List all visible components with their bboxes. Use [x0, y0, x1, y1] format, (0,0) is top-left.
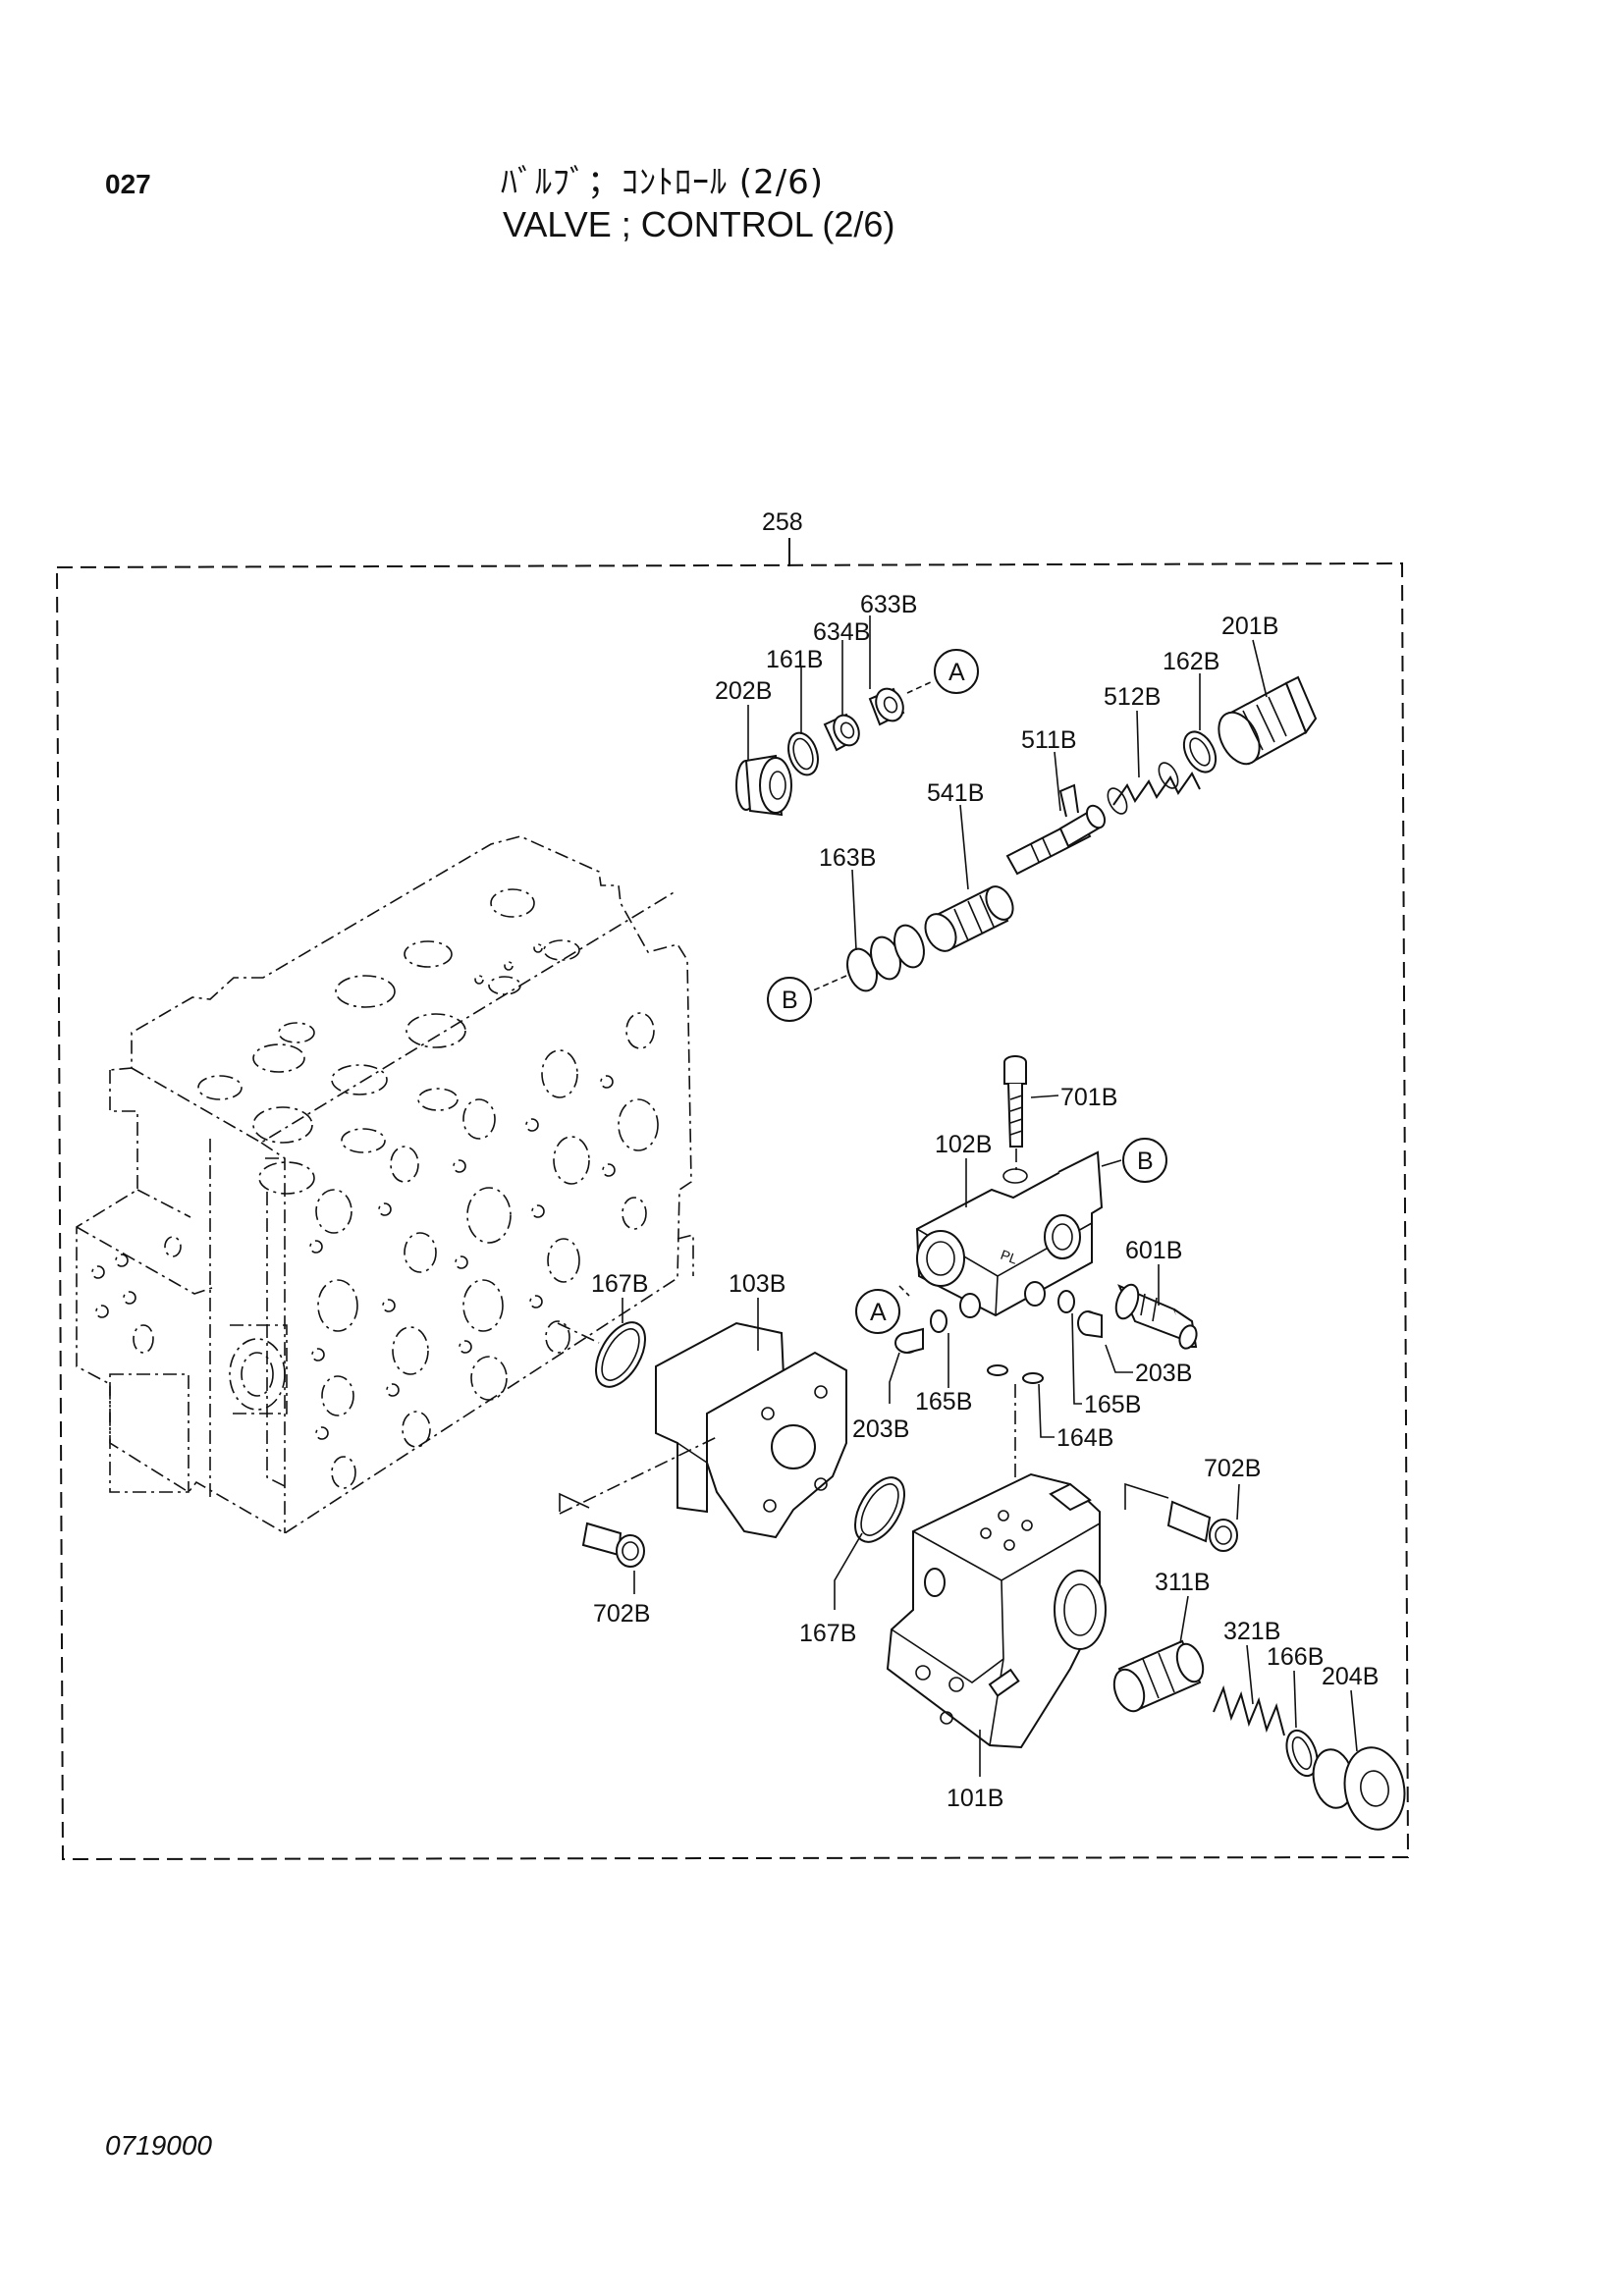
part-label-511b: 511B [1021, 726, 1077, 754]
page-number: 027 [105, 169, 151, 199]
bolt-702b-right [1124, 1482, 1238, 1552]
oring-165b-left [930, 1309, 947, 1333]
oring-161b [787, 731, 819, 776]
part-label-165b-right: 165B [1084, 1391, 1141, 1418]
part-label-258: 258 [762, 508, 803, 536]
part-label-167b-bottom: 167B [799, 1620, 856, 1647]
callout-letter-b-left: B [782, 987, 798, 1014]
spring-321b [1213, 1684, 1285, 1736]
bolt-702b-left [559, 1492, 645, 1568]
part-label-167b-top: 167B [591, 1270, 648, 1298]
part-label-101b: 101B [947, 1785, 1003, 1812]
svg-text:PL: PL [999, 1247, 1020, 1267]
poppet-311b [1112, 1639, 1205, 1713]
part-label-166b: 166B [1267, 1643, 1324, 1671]
cartridge-601b [1114, 1283, 1198, 1350]
part-label-512b: 512B [1104, 683, 1161, 711]
part-label-601b: 601B [1125, 1237, 1182, 1264]
oring-165b-right [1057, 1290, 1075, 1313]
callout-a-middle [855, 1285, 910, 1334]
part-label-311b: 311B [1155, 1569, 1211, 1596]
oring-167b-top [557, 1321, 646, 1388]
part-label-165b-left: 165B [915, 1388, 972, 1415]
sleeve-634b [823, 713, 860, 752]
part-label-321b: 321B [1223, 1618, 1280, 1645]
part-label-633b: 633B [860, 591, 917, 618]
document-code: 0719000 [105, 2130, 213, 2161]
part-label-203b-left: 203B [852, 1415, 909, 1443]
oring-164b [987, 1364, 1044, 1492]
spring-512b [1107, 762, 1201, 815]
title-japanese: ﾊﾞﾙﾌﾞ；ｺﾝﾄﾛｰﾙ (2/6) [501, 163, 825, 202]
part-label-702b-left: 702B [593, 1600, 650, 1628]
callout-letter-b-right: B [1137, 1148, 1154, 1175]
bolt-701b [1003, 1055, 1027, 1174]
plug-203b-left [894, 1327, 924, 1354]
leader-lines [622, 615, 1358, 1777]
part-label-541b: 541B [927, 779, 984, 807]
assembly-boundary [55, 538, 1410, 1861]
oring-167b-bottom [854, 1476, 905, 1543]
spool-541b [924, 885, 1014, 952]
callout-b-left [767, 975, 847, 1022]
part-label-163b: 163B [819, 844, 876, 872]
callout-letter-a-top: A [948, 659, 965, 686]
orings-163b [846, 924, 925, 992]
part-label-102b: 102B [935, 1131, 992, 1158]
callout-a-top [906, 649, 979, 694]
part-label-162b: 162B [1163, 648, 1219, 675]
oring-162b [1182, 730, 1218, 774]
part-label-202b: 202B [715, 677, 772, 705]
sleeve-633b [868, 687, 905, 726]
housing-101b [886, 1472, 1107, 1749]
plug-203b-right [1077, 1310, 1103, 1339]
part-label-701b: 701B [1060, 1084, 1117, 1111]
spool-511b [1005, 783, 1107, 876]
part-label-204b: 204B [1322, 1663, 1379, 1690]
plug-202b [735, 754, 792, 817]
part-label-634b: 634B [813, 618, 870, 646]
part-label-203b-right: 203B [1135, 1360, 1192, 1387]
callout-b-right [1101, 1138, 1167, 1183]
part-label-164b: 164B [1056, 1424, 1113, 1452]
part-label-103b: 103B [729, 1270, 785, 1298]
oring-166b [1285, 1729, 1319, 1778]
main-valve-block [76, 835, 694, 1534]
bracket-103b [559, 1321, 847, 1539]
cap-201b [1218, 675, 1318, 766]
part-label-702b-right: 702B [1204, 1455, 1261, 1482]
title-english: VALVE ; CONTROL (2/6) [503, 204, 895, 244]
housing-102b: PL [915, 1150, 1104, 1318]
part-label-161b: 161B [766, 646, 823, 673]
callout-letter-a-middle: A [870, 1299, 887, 1326]
plug-204b [1312, 1746, 1406, 1831]
part-label-201b: 201B [1221, 613, 1278, 640]
